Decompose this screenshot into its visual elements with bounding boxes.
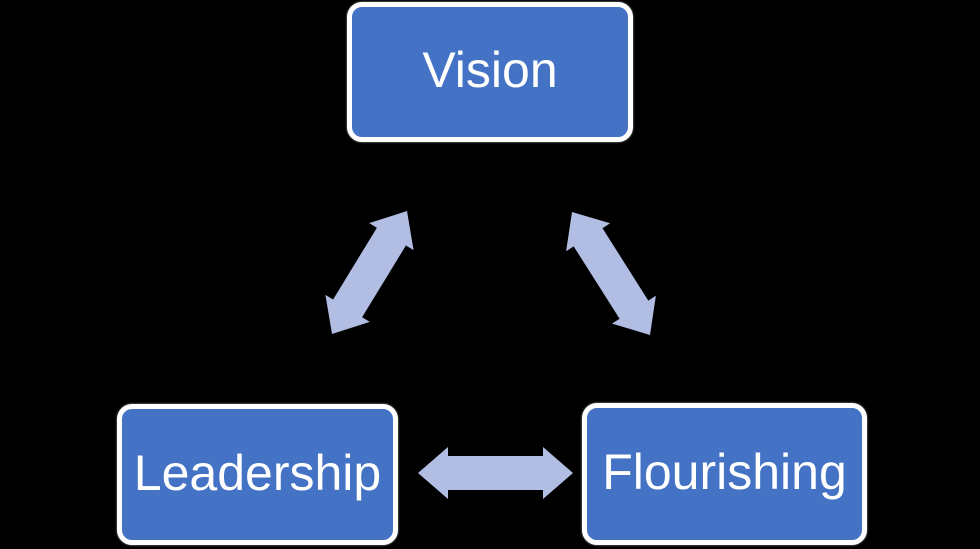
node-vision: Vision — [347, 2, 633, 142]
node-vision-label: Vision — [422, 42, 558, 98]
node-leadership: Leadership — [117, 404, 398, 545]
double-arrow-vision-leadership-icon — [325, 211, 414, 334]
node-flourishing-label: Flourishing — [602, 444, 847, 500]
node-flourishing: Flourishing — [582, 403, 867, 545]
node-leadership-label: Leadership — [133, 444, 382, 501]
double-arrow-vision-flourishing-icon — [566, 212, 656, 335]
double-arrow-leadership-flourishing-icon — [418, 447, 573, 499]
